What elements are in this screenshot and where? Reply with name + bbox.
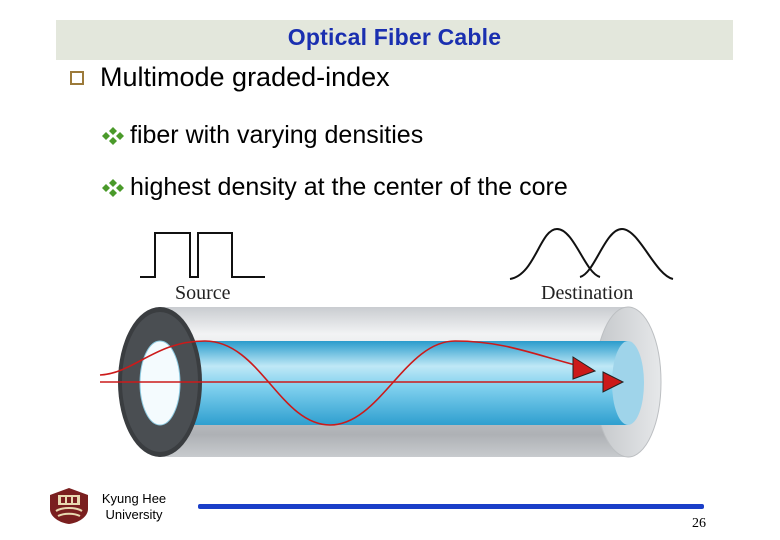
fiber-core — [160, 341, 628, 425]
core-face — [139, 340, 181, 426]
destination-label: Destination — [541, 282, 633, 304]
university-line-2: University — [105, 507, 163, 522]
axial-ray-arrowhead — [602, 371, 625, 393]
graded-index-ray — [99, 340, 584, 426]
source-label: Source — [175, 282, 231, 304]
university-line-1: Kyung Hee — [101, 491, 167, 506]
destination-pulse-signal-2 — [579, 227, 674, 280]
source-pulse-signal — [140, 232, 265, 278]
square-bullet-icon — [70, 70, 84, 85]
main-bullet-text: Multimode graded-index — [100, 62, 390, 92]
core-end — [612, 341, 644, 425]
page-number: 26 — [692, 516, 706, 531]
footer-rule — [198, 504, 704, 509]
sub-bullet-1: fiber with varying densities — [102, 121, 423, 150]
slide-title: Optical Fiber Cable — [287, 24, 502, 50]
kyung-hee-crest-icon — [50, 488, 88, 524]
diamond-bullet-icon — [102, 178, 124, 197]
fiber-diagram: Source Destination — [99, 227, 674, 458]
sub-bullet-2: highest density at the center of the cor… — [102, 173, 568, 202]
main-bullet: Multimode graded-index — [70, 62, 390, 93]
sub-bullet-text: fiber with varying densities — [130, 121, 424, 149]
diamond-bullet-icon — [102, 126, 124, 145]
sub-bullet-text: highest density at the center of the cor… — [130, 173, 568, 201]
graded-ray-arrowhead — [572, 356, 597, 380]
university-name: Kyung Hee University — [92, 491, 176, 523]
title-bar — [56, 20, 733, 60]
destination-pulse-signal — [509, 227, 601, 280]
